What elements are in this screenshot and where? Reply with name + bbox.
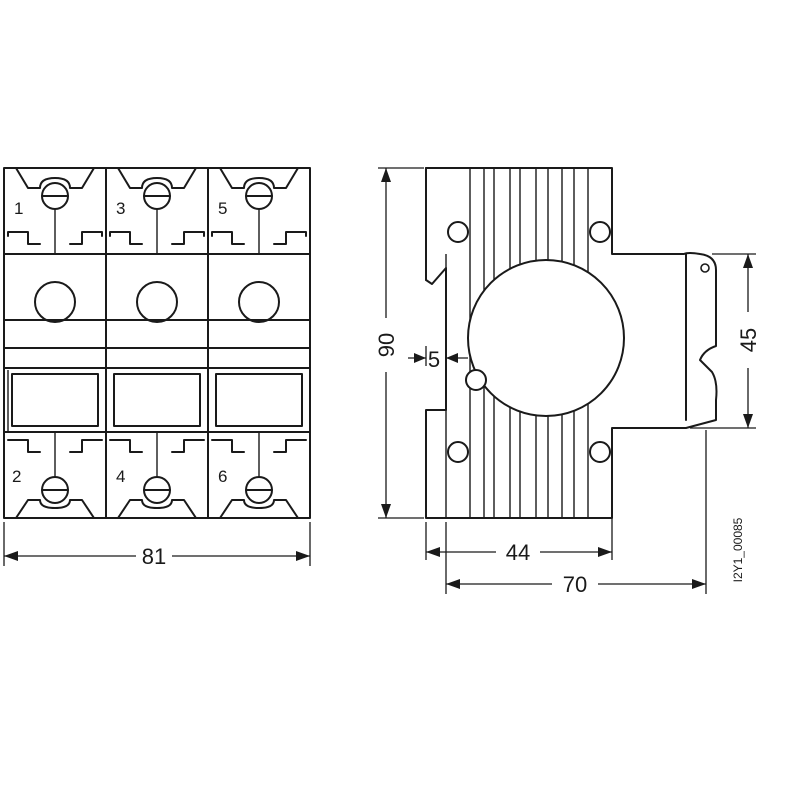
pole-3 bbox=[211, 167, 307, 519]
dimension-label-45: 45 bbox=[736, 328, 761, 352]
side-view-outline bbox=[425, 167, 718, 519]
dimension-height: 90 bbox=[374, 167, 424, 519]
side-view: 90 5 45 44 bbox=[374, 167, 761, 597]
indicator-window-icon bbox=[34, 281, 76, 323]
pin-icon bbox=[465, 369, 487, 391]
mounting-hole-icon bbox=[447, 221, 469, 243]
indicator-window-icon bbox=[136, 281, 178, 323]
dimension-offset: 5 bbox=[408, 346, 468, 372]
rotary-window-icon bbox=[467, 259, 625, 417]
terminal-label-bottom-4: 4 bbox=[116, 467, 125, 486]
mounting-hole-icon bbox=[589, 441, 611, 463]
terminal-label-top-3: 3 bbox=[116, 199, 125, 218]
terminal-label-bottom-6: 6 bbox=[218, 467, 227, 486]
dimension-label-5: 5 bbox=[428, 347, 440, 372]
dimension-label-81: 81 bbox=[142, 544, 166, 569]
indicator-window-icon bbox=[238, 281, 280, 323]
dimension-width-front: 81 bbox=[3, 522, 311, 569]
dimension-window-height: 45 bbox=[690, 253, 761, 429]
drawing-code: I2Y1_00085 bbox=[731, 517, 745, 582]
front-view: 1 3 5 2 4 6 81 bbox=[3, 167, 311, 569]
mounting-hole-icon bbox=[447, 441, 469, 463]
terminal-label-bottom-2: 2 bbox=[12, 467, 21, 486]
dimension-label-70: 70 bbox=[563, 572, 587, 597]
dimension-depth-body: 44 bbox=[425, 432, 613, 565]
terminal-label-top-5: 5 bbox=[218, 199, 227, 218]
dimension-label-44: 44 bbox=[506, 540, 530, 565]
latch-hole-icon bbox=[700, 263, 710, 273]
mounting-hole-icon bbox=[589, 221, 611, 243]
dimension-label-90: 90 bbox=[374, 333, 399, 357]
front-view-outline bbox=[3, 167, 311, 519]
terminal-label-top-1: 1 bbox=[14, 199, 23, 218]
pole-1 bbox=[7, 167, 103, 519]
dimension-depth-total: 70 bbox=[445, 430, 707, 597]
pole-2 bbox=[109, 167, 205, 519]
